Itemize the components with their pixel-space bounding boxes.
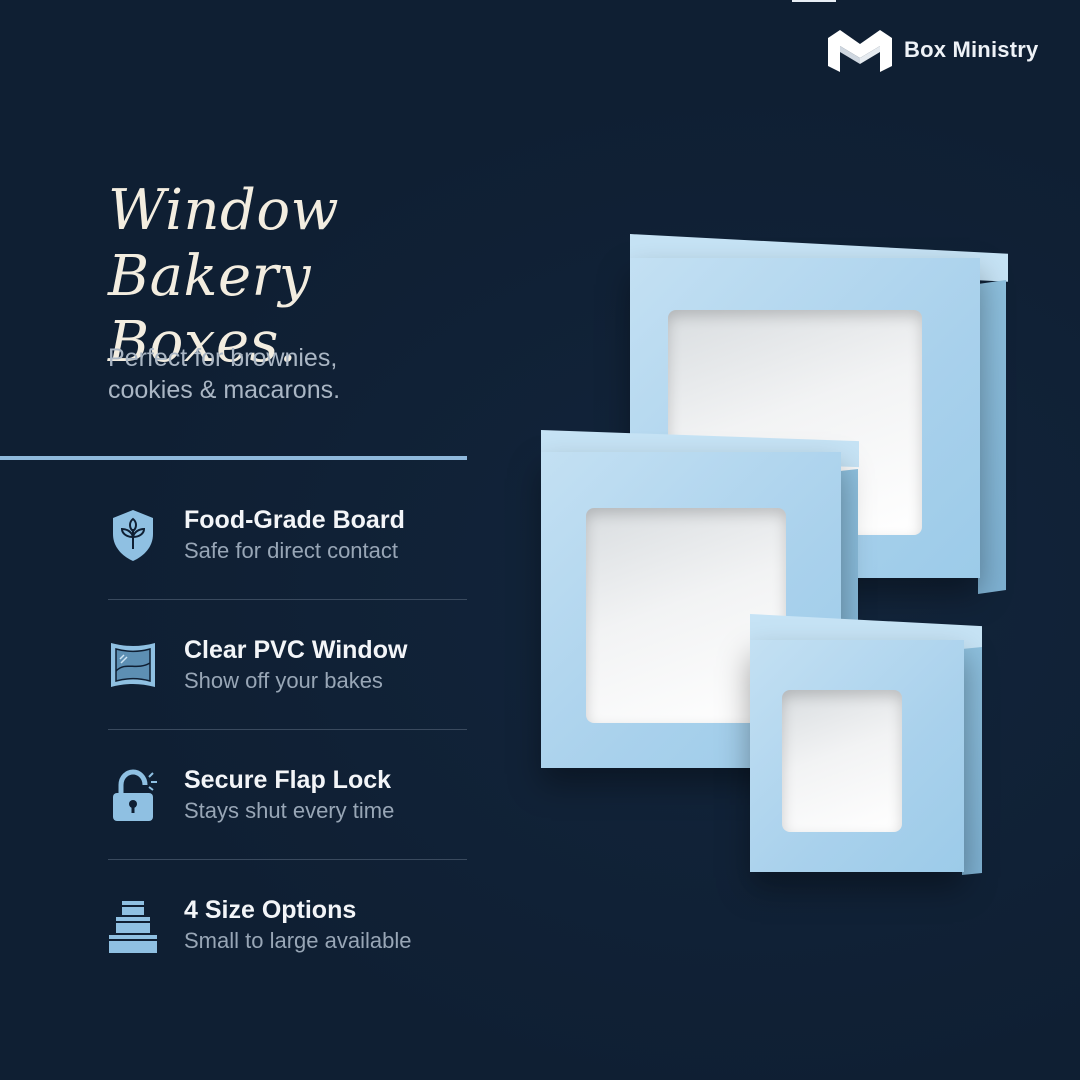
window-pane-icon <box>108 637 158 693</box>
subtitle-line-1: Perfect for brownies, <box>108 344 338 372</box>
feature-item-size-options: 4 Size Options Small to large available <box>108 859 467 989</box>
brand-name: Box Ministry <box>904 37 1039 62</box>
page-title: Window Bakery Boxes. <box>108 178 548 376</box>
page-subtitle: Perfect for brownies, cookies & macarons… <box>108 342 448 406</box>
title-line-1: Window Bakery <box>108 178 340 309</box>
feature-item-flap-lock: Secure Flap Lock Stays shut every time <box>108 729 467 859</box>
title-line-2: Boxes. <box>108 310 298 375</box>
stacked-boxes-icon <box>108 897 158 953</box>
brand-logo: Box Ministry <box>826 26 1038 74</box>
accent-divider <box>0 456 467 460</box>
feature-subtitle: Small to large available <box>184 927 412 953</box>
feature-subtitle: Safe for direct contact <box>184 537 398 563</box>
feature-title: Food-Grade Board <box>184 505 405 534</box>
feature-item-food-grade: Food-Grade Board Safe for direct contact <box>108 470 467 599</box>
feature-item-pvc-window: Clear PVC Window Show off your bakes <box>108 599 467 729</box>
top-edge-mark <box>792 0 836 2</box>
box-m-logo-icon <box>828 30 892 72</box>
subtitle-line-2: cookies & macarons. <box>108 376 341 404</box>
shield-leaf-icon <box>108 507 158 563</box>
feature-list: Food-Grade Board Safe for direct contact… <box>108 470 467 989</box>
feature-subtitle: Stays shut every time <box>184 797 395 823</box>
feature-title: Secure Flap Lock <box>184 765 392 794</box>
padlock-icon <box>108 767 158 823</box>
feature-subtitle: Show off your bakes <box>184 667 383 693</box>
feature-title: 4 Size Options <box>184 895 357 924</box>
feature-title: Clear PVC Window <box>184 635 408 664</box>
